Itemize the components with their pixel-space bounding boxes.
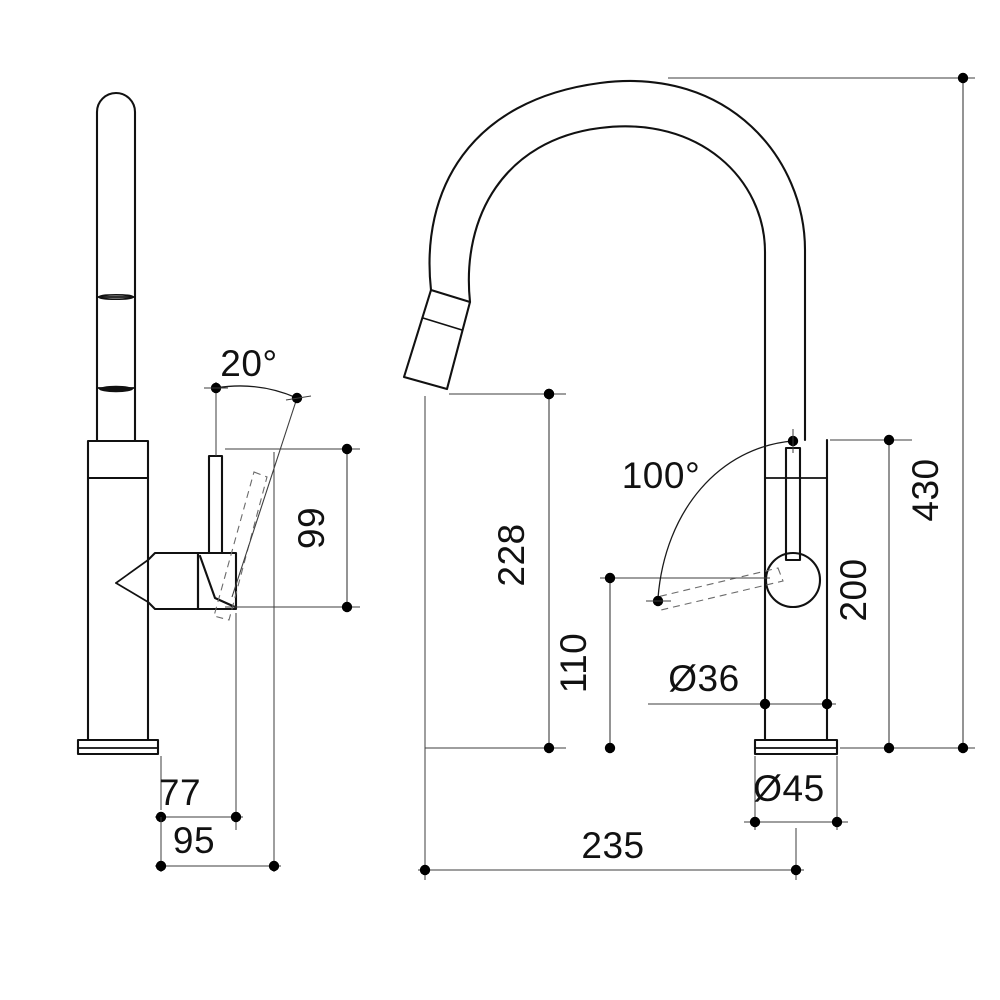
front-base-flange bbox=[76, 738, 160, 756]
angle-100-arc bbox=[657, 440, 794, 599]
dim-99-dot-bottom bbox=[341, 601, 353, 613]
front-boss-chamfer-upper bbox=[115, 559, 149, 584]
dim-label-110: 110 bbox=[553, 633, 594, 694]
dim-95-dot-left bbox=[155, 860, 167, 872]
dim-430-dot-top bbox=[957, 72, 969, 84]
angle-20-leader bbox=[231, 397, 298, 598]
front-lever-ghost bbox=[213, 471, 268, 621]
side-spray-head bbox=[402, 288, 472, 391]
front-body-column bbox=[86, 476, 150, 742]
dim-77-dot-right bbox=[230, 811, 242, 823]
side-cartridge-hub bbox=[764, 551, 822, 609]
angle-20-arc bbox=[215, 385, 298, 399]
dim-d45-dot-right bbox=[831, 816, 843, 828]
dim-d36-dot-left bbox=[759, 698, 771, 710]
dim-label-100deg: 100° bbox=[622, 455, 701, 496]
front-handle-boss bbox=[146, 551, 200, 611]
dim-label-77: 77 bbox=[159, 772, 201, 813]
front-view-dimensions: 20° 99 77 95 bbox=[155, 343, 360, 872]
side-view bbox=[402, 80, 839, 756]
front-boss-chamfer-lower bbox=[115, 582, 149, 603]
dim-200-dot-top bbox=[883, 434, 895, 446]
dim-430-dot-bottom bbox=[957, 742, 969, 754]
dim-228-dot-bottom bbox=[543, 742, 555, 754]
side-base-flange bbox=[753, 738, 839, 756]
dim-label-430: 430 bbox=[905, 458, 946, 521]
side-spout-inner-arc bbox=[467, 125, 767, 442]
side-spray-head-seam bbox=[422, 317, 463, 331]
front-spout-seam-ellipse-upper bbox=[98, 293, 134, 301]
dim-d45-dot-left bbox=[749, 816, 761, 828]
dim-95-dot-right bbox=[268, 860, 280, 872]
front-body-collar bbox=[86, 439, 150, 480]
side-lever-handle bbox=[784, 446, 802, 562]
angle-20-tick-right bbox=[285, 395, 312, 401]
front-spout-seam-ellipse-lower bbox=[99, 385, 133, 393]
front-handle-wedge bbox=[198, 554, 237, 609]
dim-label-d45: Ø45 bbox=[753, 768, 824, 809]
dim-235-dot-right bbox=[790, 864, 802, 876]
dim-d36-dot-right bbox=[821, 698, 833, 710]
dim-label-235: 235 bbox=[581, 825, 644, 866]
dim-label-200: 200 bbox=[833, 558, 874, 621]
front-handle-block bbox=[196, 551, 238, 611]
dim-label-95: 95 bbox=[173, 820, 215, 861]
front-spout-column bbox=[95, 92, 137, 443]
dim-110-dot-top bbox=[604, 572, 616, 584]
dim-label-99: 99 bbox=[291, 507, 332, 549]
dim-label-20deg: 20° bbox=[220, 343, 277, 384]
side-lever-ghost bbox=[656, 567, 784, 611]
dim-99-dot-top bbox=[341, 443, 353, 455]
dim-outlet-dot bbox=[543, 388, 555, 400]
dim-110-dot-bottom bbox=[604, 742, 616, 754]
front-lever-stem bbox=[207, 454, 224, 555]
dim-label-d36: Ø36 bbox=[668, 658, 739, 699]
dim-235-dot-left bbox=[419, 864, 431, 876]
dim-200-dot-bottom bbox=[883, 742, 895, 754]
front-view bbox=[76, 92, 268, 756]
dim-label-228: 228 bbox=[491, 523, 532, 586]
side-spout-outer-arc bbox=[428, 80, 807, 442]
side-view-dimensions: 430 200 228 110 bbox=[418, 72, 975, 880]
